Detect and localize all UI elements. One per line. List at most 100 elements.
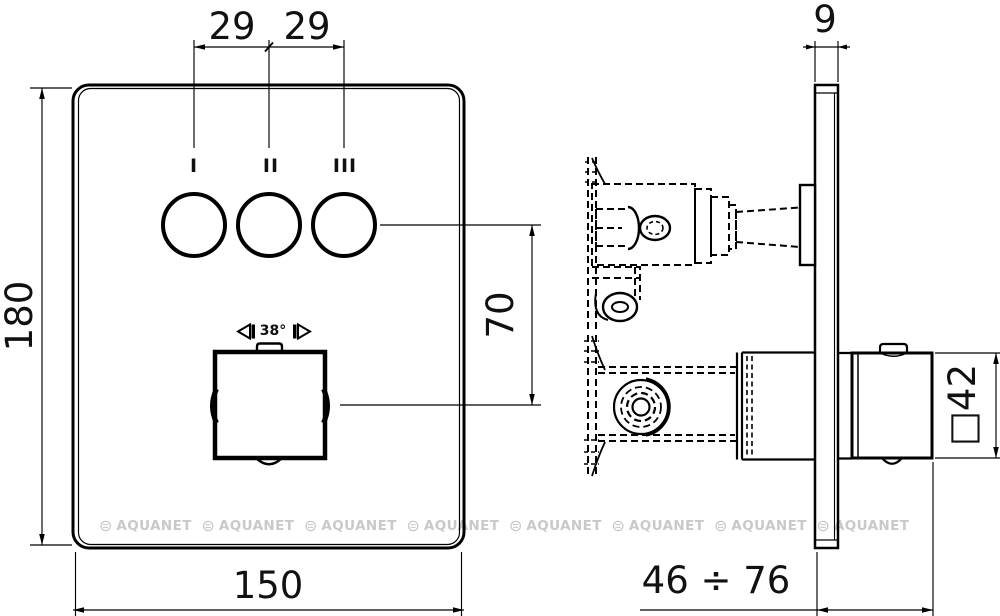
cartridge-circle-hidden-2	[625, 391, 657, 423]
arrow-left-icon	[236, 322, 251, 341]
dim-label-180: 180	[0, 280, 41, 352]
button-label-3: III	[332, 155, 358, 177]
extension-lines	[30, 87, 72, 546]
arrowhead	[806, 44, 815, 50]
diverter-cup-hidden	[595, 208, 628, 247]
button-circle-2	[236, 192, 302, 258]
arrowhead	[73, 607, 84, 613]
arrowhead	[453, 607, 464, 613]
temperature-label: 38°	[259, 323, 287, 339]
arrow-right-icon	[297, 322, 312, 341]
arrow-left-bar	[251, 324, 255, 339]
watermark-text: AQUANET	[833, 518, 910, 534]
aquanet-logo-icon: ⊜	[406, 516, 420, 535]
arrowhead	[333, 44, 344, 50]
watermark-text: AQUANET	[731, 518, 807, 534]
diverter-cup-cap	[627, 205, 641, 251]
button-mount-block	[798, 183, 817, 267]
upper-outlet-hidden	[592, 266, 641, 300]
watermark-item: ⊜AQUANET	[714, 516, 817, 535]
outlet-boss-outer	[601, 291, 639, 323]
dim-plate-width	[73, 552, 464, 616]
extension-lines	[340, 224, 541, 406]
watermark-text: AQUANET	[628, 518, 705, 534]
button-label-2: II	[262, 155, 280, 177]
watermark-item: ⊜AQUANET	[816, 516, 920, 535]
dim-label-29-right: 29	[283, 5, 331, 48]
watermark-item: ⊜AQUANET	[304, 516, 407, 535]
knob-bottom-arc	[255, 457, 283, 466]
diverter-step-1	[694, 188, 712, 264]
dim-label-9: 9	[813, 0, 837, 41]
arrow-right-bar	[293, 324, 297, 339]
arrowhead	[993, 447, 999, 458]
arrowhead	[838, 44, 847, 50]
cartridge-offset-arc	[645, 377, 671, 437]
dim-label-square-42: □42	[941, 363, 984, 447]
aquanet-logo-icon: ⊜	[611, 516, 625, 535]
button-label-1: I	[189, 155, 199, 177]
watermark-item: ⊜AQUANET	[99, 516, 202, 535]
outlet-boss-inner	[611, 301, 629, 313]
watermark-text: AQUANET	[526, 518, 602, 534]
lower-bracket-curve-top	[591, 335, 606, 371]
center-tick	[264, 41, 274, 53]
diverter-port-outer	[638, 214, 672, 242]
aquanet-logo-icon: ⊜	[304, 516, 318, 535]
arrowhead	[922, 607, 933, 613]
button-circle-1	[161, 192, 227, 258]
knob-grip-right	[321, 387, 330, 425]
dim-label-29-left: 29	[208, 5, 256, 48]
body-break-lines	[746, 356, 753, 456]
arrowhead	[529, 225, 535, 236]
arrowhead	[39, 88, 45, 99]
dim-label-150: 150	[232, 564, 304, 607]
temperature-indicator-arrows	[236, 322, 312, 341]
arrowhead	[194, 44, 205, 50]
lower-bracket-curve-bottom	[591, 441, 606, 477]
diverter-body-rect	[591, 183, 696, 266]
dimension-lines	[30, 40, 1000, 616]
thermostat-knob-side	[850, 342, 934, 465]
dim-button-spacing	[193, 40, 345, 148]
cartridge-circle-core	[631, 397, 651, 417]
arrowhead	[39, 534, 45, 545]
cartridge-circle-outer	[612, 378, 670, 436]
aquanet-logo-icon: ⊜	[201, 516, 215, 535]
thermostat-body-lines	[598, 366, 737, 442]
watermark-row: ⊜AQUANET ⊜AQUANET ⊜AQUANET ⊜AQUANET ⊜AQU…	[99, 516, 920, 535]
extension-lines	[814, 41, 839, 82]
extension-lines	[193, 40, 345, 148]
watermark-item: ⊜AQUANET	[406, 516, 510, 535]
extension-lines	[935, 352, 1000, 459]
diverter-stem-hidden	[735, 206, 801, 248]
diverter-step-3	[728, 204, 737, 250]
side-plate-outline	[813, 83, 840, 550]
watermark-item: ⊜AQUANET	[611, 516, 715, 535]
extension-lines	[816, 462, 934, 616]
side-wall-plate	[813, 83, 840, 550]
button-circle-3	[311, 192, 377, 258]
knob-top-tab	[255, 342, 284, 352]
watermark-text: AQUANET	[218, 518, 295, 534]
aquanet-logo-icon: ⊜	[714, 516, 728, 535]
arrowhead	[817, 607, 828, 613]
dim-knob-size	[935, 352, 1000, 459]
arrowhead	[529, 394, 535, 405]
dim-button-to-knob	[340, 224, 541, 406]
aquanet-logo-icon: ⊜	[816, 516, 830, 535]
aquanet-logo-icon: ⊜	[99, 516, 113, 535]
watermark-item: ⊜AQUANET	[201, 516, 305, 535]
extension-lines	[74, 552, 463, 616]
aquanet-logo-icon: ⊜	[509, 516, 523, 535]
side-view	[584, 83, 934, 550]
body-tube-lines	[742, 351, 815, 461]
watermark-text: AQUANET	[116, 518, 192, 534]
watermark-text: AQUANET	[321, 518, 397, 534]
upper-bracket-curve	[591, 157, 606, 185]
watermark-text: AQUANET	[423, 518, 500, 534]
cartridge-circle-hidden-1	[620, 386, 662, 428]
dim-label-46-76: 46 ÷ 76	[641, 559, 791, 602]
